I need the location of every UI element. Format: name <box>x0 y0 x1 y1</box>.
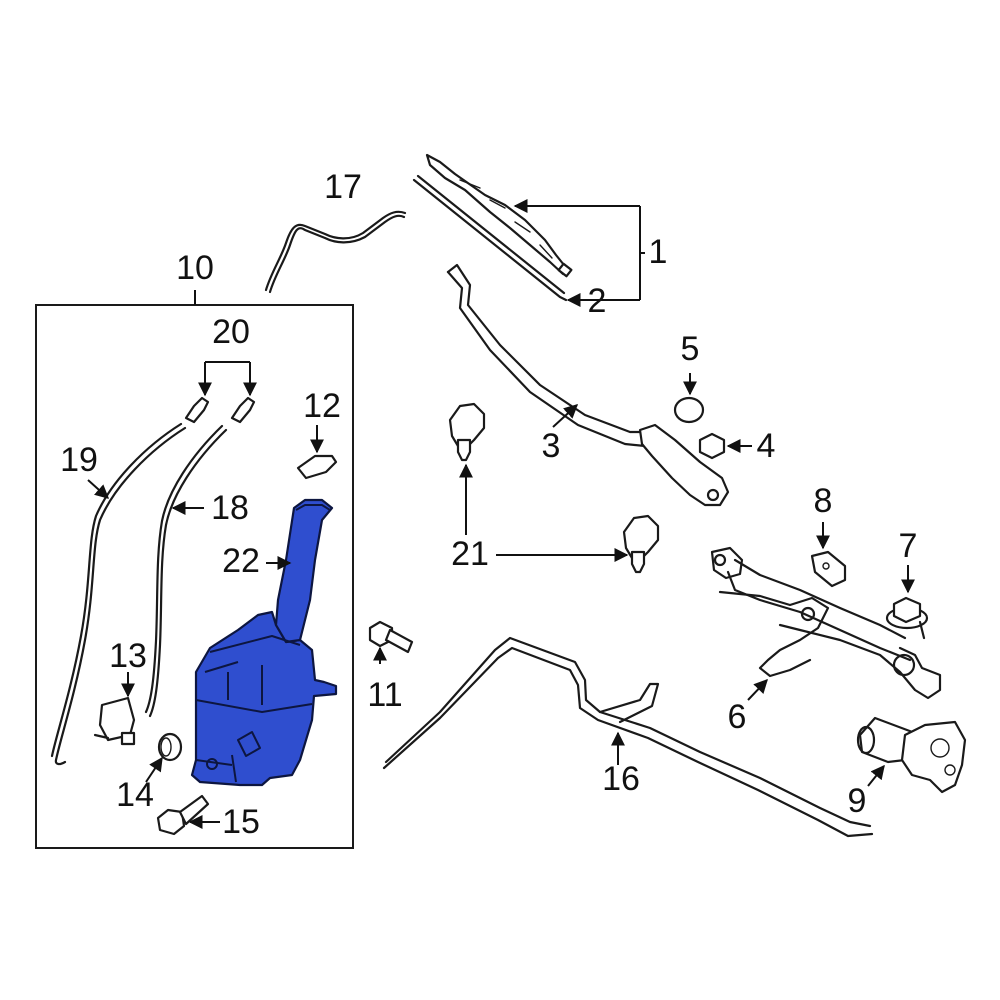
callout-12: 12 <box>303 387 341 425</box>
callout-labels: 1 2 3 4 5 6 7 8 9 10 11 12 13 14 15 16 1… <box>60 168 917 841</box>
callout-2: 2 <box>588 282 607 320</box>
callout-14: 14 <box>116 776 154 814</box>
part-11-bolt[interactable] <box>368 620 414 654</box>
part-22-washer-reservoir[interactable] <box>190 498 338 787</box>
part-18-hose[interactable] <box>144 424 228 718</box>
callout-21: 21 <box>451 535 489 573</box>
callout-5: 5 <box>681 330 700 368</box>
part-1-wiper-blade[interactable] <box>412 153 573 302</box>
callout-18: 18 <box>211 489 249 527</box>
part-15-bolt[interactable] <box>156 794 210 836</box>
callout-7: 7 <box>899 527 918 565</box>
part-12-filler-cap[interactable] <box>296 454 338 480</box>
part-9-wiper-motor[interactable] <box>856 716 967 794</box>
part-14-grommet[interactable] <box>157 732 183 762</box>
callout-6: 6 <box>728 698 747 736</box>
callout-22: 22 <box>222 542 260 580</box>
part-16-hose[interactable] <box>382 636 874 838</box>
callout-9: 9 <box>848 782 867 820</box>
bracket-1 <box>639 206 645 300</box>
part-5-cap[interactable] <box>673 396 705 424</box>
callout-19: 19 <box>60 441 98 479</box>
callout-11: 11 <box>367 676 402 714</box>
part-6-wiper-linkage[interactable] <box>710 546 942 700</box>
callout-3: 3 <box>542 427 561 465</box>
part-4-nut[interactable] <box>698 432 726 460</box>
callout-10: 10 <box>176 249 214 287</box>
part-3-wiper-arm[interactable] <box>446 263 730 507</box>
part-8-bracket[interactable] <box>810 550 847 588</box>
bracket-20 <box>204 361 251 392</box>
callout-4: 4 <box>757 427 776 465</box>
part-17-hose[interactable] <box>268 214 406 294</box>
callout-15: 15 <box>222 803 260 841</box>
part-20-check-valves[interactable] <box>184 396 256 424</box>
callout-1: 1 <box>649 233 668 271</box>
part-19-hose[interactable] <box>50 422 187 766</box>
part-13-washer-pump[interactable] <box>93 696 136 746</box>
part-21-nozzle-b[interactable] <box>622 514 660 574</box>
part-21-nozzle-a[interactable] <box>448 402 486 462</box>
part-7-flange-nut[interactable] <box>885 596 929 640</box>
callout-16: 16 <box>602 760 640 798</box>
callout-8: 8 <box>814 482 833 520</box>
callout-20: 20 <box>212 313 250 351</box>
callout-17: 17 <box>324 168 362 206</box>
callout-13: 13 <box>109 637 147 675</box>
